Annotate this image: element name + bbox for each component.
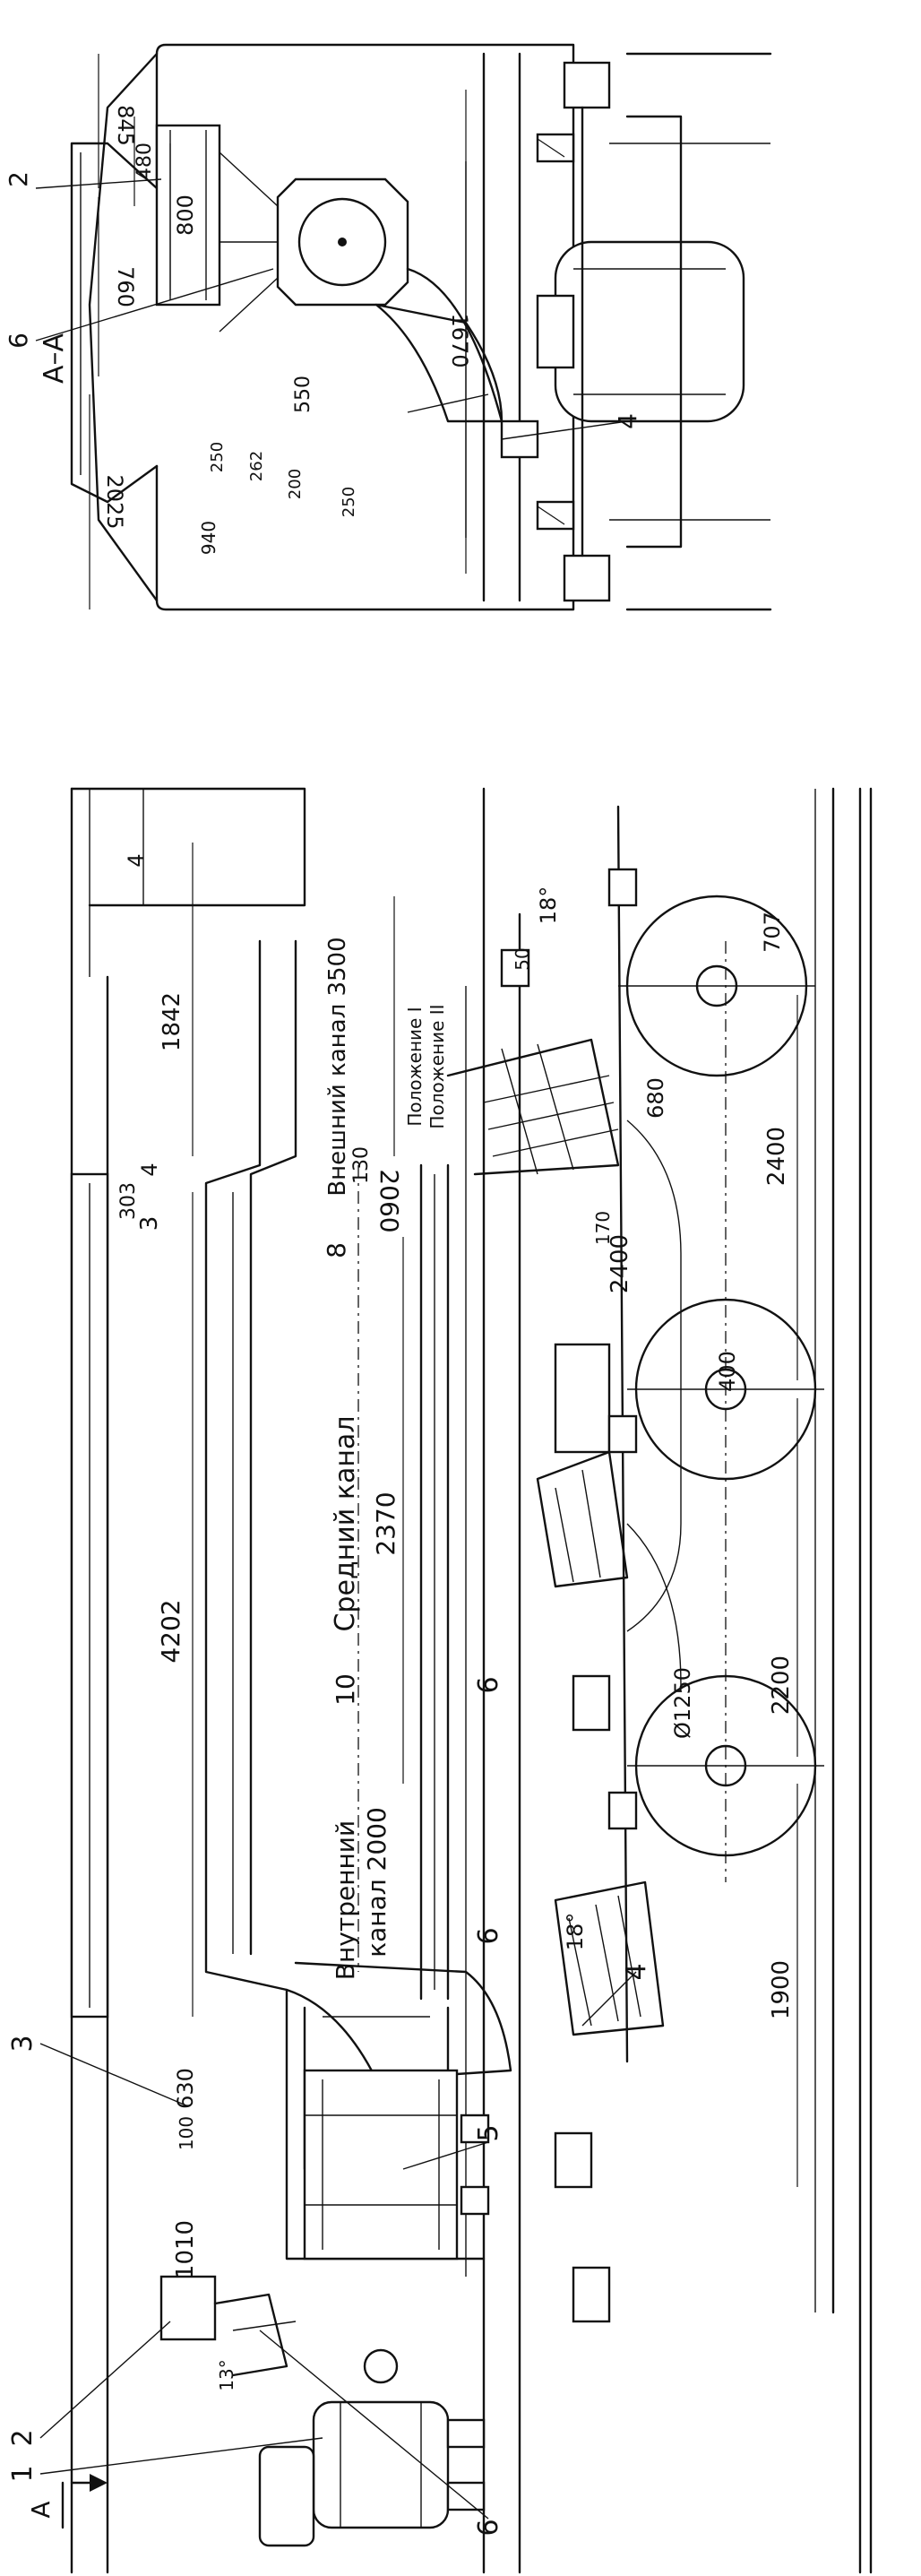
dim-50: 50 [512,947,533,970]
angle-18-rear: 18° [563,1913,588,1951]
motor-unit-1 [312,2400,450,2529]
callout-4-section: 4 [613,413,642,429]
callout-3-top: 3 [7,2035,39,2052]
dim-1900: 1900 [768,1960,795,2019]
dim-680: 680 [643,1077,668,1119]
dim-250-top: 250 [208,442,227,472]
dim-200: 200 [286,469,305,499]
fan-housing-2 [159,2275,217,2341]
dim-940: 940 [198,521,219,555]
dim-1842: 1842 [159,992,185,1051]
dim-800: 800 [173,194,198,236]
callout-4-side: 4 [621,1963,652,1980]
dim-2025: 2025 [102,474,127,529]
callout-6-section: 6 [4,333,33,349]
dim-1010: 1010 [172,2220,199,2279]
outer-channel-branch [446,1038,620,1176]
section-a-a-view: А–А [4,43,772,611]
callout-2-side: 2 [7,2429,39,2446]
dim-630: 630 [173,2068,198,2109]
dim-4-mid: 4 [137,1163,162,1176]
side-view: А [26,787,873,2574]
middle-channel-label: Средний канал [330,1415,361,1631]
angle-13: 13° [216,2359,237,2390]
inner-channel-label-1: Внутренний [331,1820,360,1980]
side-view-labels: Внутренний канал 2000 Средний канал Внеш… [7,843,798,2537]
outer-channel-label: Внешний канал 3500 [324,937,351,1196]
dim-2060: 2060 [374,1169,404,1232]
callout-10: 10 [331,1673,360,1706]
dim-d1250: Ø1250 [670,1667,695,1739]
dim-250-bottom: 250 [340,487,358,517]
callout-6-b: 6 [473,1927,504,1944]
callout-1-side: 1 [7,2465,39,2482]
dim-4-top: 4 [124,853,149,867]
callout-3-mid: 3 [136,1216,163,1232]
section-title: А–А [39,333,70,385]
wheelset-front [618,895,815,1077]
position-1-label: Положение I [404,1007,426,1126]
dim-130: 130 [350,1146,373,1184]
dim-400: 400 [715,1351,740,1392]
dim-2400-a: 2400 [607,1234,633,1293]
inner-channel-label-2: канал 2000 [362,1807,392,1958]
main-air-channel [204,939,486,2260]
callout-2-section: 2 [4,171,33,187]
dim-2400-b: 2400 [763,1127,790,1186]
dim-2370: 2370 [371,1491,400,1555]
dim-760: 760 [113,266,138,307]
dim-4202: 4202 [156,1599,185,1663]
dim-1670: 1670 [447,313,472,367]
position-2-label: Положение II [426,1004,448,1128]
dim-845: 845 [113,105,138,146]
callout-6-a: 6 [473,1676,504,1693]
fan-duct [155,124,221,307]
dim-480: 480 [133,143,156,180]
elbow-duct [285,1961,512,2081]
angle-18-front: 18° [536,886,561,925]
fan-unit-5 [303,2069,459,2260]
dim-170: 170 [592,1211,614,1245]
dim-303: 303 [117,1182,140,1220]
dim-262: 262 [247,451,266,481]
inclined-duct [374,303,504,423]
dim-707: 707 [760,912,785,953]
callout-6-c: 6 [473,2519,504,2536]
section-marker-a: А [26,2501,56,2518]
dim-2200: 2200 [768,1655,795,1715]
dim-100: 100 [176,2116,197,2150]
callout-5-side: 5 [473,2124,504,2141]
callout-8: 8 [322,1242,351,1258]
dim-550: 550 [292,376,314,413]
